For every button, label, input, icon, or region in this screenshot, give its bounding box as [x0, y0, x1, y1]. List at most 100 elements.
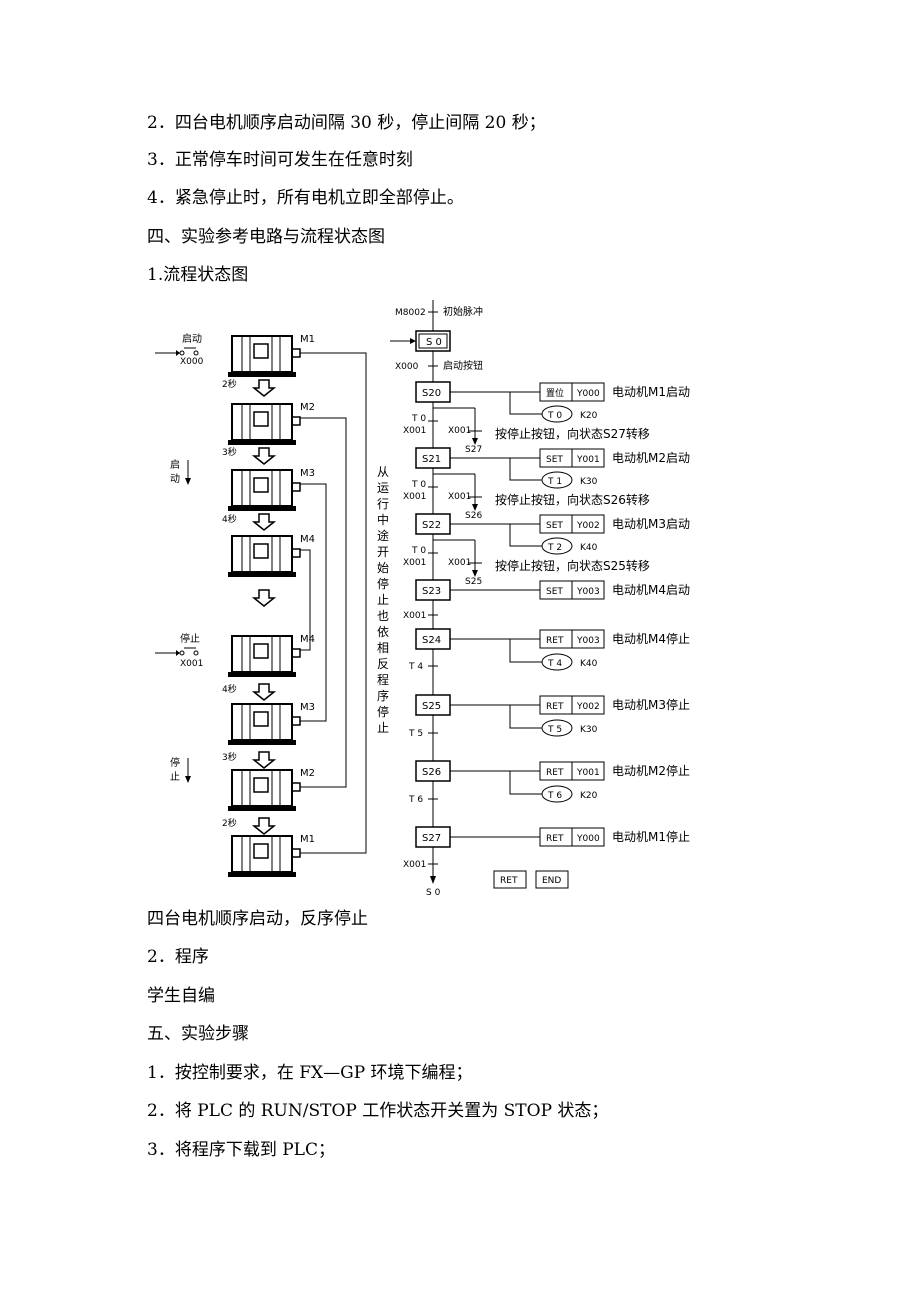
stop-to-s27-note: 按停止按钮，向状态S27转移	[495, 426, 650, 441]
delay-4s-stop: 4秒	[222, 683, 237, 695]
init-pulse-label: 初始脉冲	[443, 305, 483, 318]
step-s23: S23 SET Y003 电动机M4启动	[415, 579, 690, 601]
motor-m2-label: M2	[300, 402, 315, 413]
requirement-4: 4．紧急停止时，所有电机立即全部停止。	[147, 188, 464, 208]
svg-text:Y002: Y002	[576, 521, 600, 531]
down-arrow-icon	[253, 513, 275, 531]
motor-m4-label: M4	[300, 534, 315, 545]
vertical-note: 从 运 行 中 途 开 始 停 止 也 依 相 反 程 序 停 止	[377, 465, 389, 735]
start-side-qi: 启	[170, 458, 180, 471]
down-arrow-icon	[253, 447, 275, 465]
svg-text:Y000: Y000	[576, 834, 600, 844]
delay-2s-stop: 2秒	[222, 817, 237, 829]
svg-text:K40: K40	[580, 659, 598, 669]
svg-text:电动机M1启动: 电动机M1启动	[612, 385, 690, 399]
svg-text:SET: SET	[546, 587, 563, 597]
svg-text:依: 依	[377, 624, 389, 639]
svg-text:K30: K30	[580, 725, 598, 735]
svg-text:RET: RET	[546, 834, 564, 844]
svg-text:Y001: Y001	[576, 768, 600, 778]
motor-m1-start	[227, 335, 301, 378]
svg-text:Y000: Y000	[576, 389, 600, 399]
delay-4s: 4秒	[222, 513, 237, 525]
delay-3s-stop: 3秒	[222, 751, 237, 763]
down-arrow-icon	[253, 683, 275, 701]
x001-transition: X001	[403, 426, 426, 436]
end-instruction: END	[535, 870, 569, 889]
svg-text:止: 止	[377, 721, 389, 735]
m8002-label: M8002	[395, 308, 426, 318]
svg-text:T 5: T 5	[408, 729, 423, 739]
stop-to-s25-note: 按停止按钮，向状态S25转移	[495, 558, 650, 573]
svg-text:T 0: T 0	[411, 480, 426, 490]
step-s26: S26 RET Y001 电动机M2停止 T 6 K20	[415, 760, 690, 803]
motor-wiring	[300, 352, 367, 854]
svg-text:电动机M2停止: 电动机M2停止	[612, 763, 690, 778]
stop-switch-label: 停止	[180, 632, 200, 645]
stop-side-ting: 停	[170, 756, 180, 769]
svg-text:电动机M1停止: 电动机M1停止	[612, 829, 690, 844]
svg-text:K20: K20	[580, 411, 598, 421]
start-switch-input: X000	[180, 357, 204, 367]
motor-m4-stop	[227, 635, 301, 678]
diagram-caption: 四台电机顺序启动，反序停止	[147, 909, 368, 929]
ret-instruction: RET	[493, 870, 527, 889]
svg-text:S27: S27	[422, 833, 441, 844]
motor-m4-start	[227, 535, 301, 578]
motor-stop-switch: 停止 X001	[155, 632, 203, 669]
svg-text:Y002: Y002	[576, 702, 600, 712]
svg-text:S24: S24	[422, 635, 441, 646]
t0-transition: T 0	[411, 414, 426, 424]
svg-text:反: 反	[377, 657, 389, 671]
motor-start-switch: 启动 X000	[155, 332, 204, 367]
motor-m2-start	[227, 403, 301, 446]
svg-text:T 6: T 6	[408, 795, 423, 805]
motor-m1-stop-label: M1	[300, 834, 315, 845]
start-switch-label: 启动	[182, 332, 202, 345]
motor-m3-stop	[227, 703, 301, 746]
motor-m3-start	[227, 469, 301, 512]
step-s21: S21 SET Y001 电动机M2启动 T 1 K30	[415, 447, 690, 489]
svg-text:X001: X001	[448, 426, 471, 436]
down-arrow-icon	[253, 379, 275, 397]
svg-text:S 0: S 0	[426, 337, 442, 348]
stop-switch-input: X001	[180, 659, 203, 669]
svg-text:也: 也	[377, 609, 389, 623]
svg-text:K20: K20	[580, 791, 598, 801]
program-note: 学生自编	[147, 986, 215, 1006]
step-s20: S20 置位 Y000 电动机M1启动 T 0 K20	[415, 381, 690, 423]
svg-text:END: END	[542, 876, 561, 886]
start-button-label: 启动按钮	[443, 359, 483, 372]
svg-text:K30: K30	[580, 477, 598, 487]
return-to-s0: S 0	[426, 888, 441, 898]
svg-text:X001: X001	[403, 492, 426, 502]
svg-text:Y003: Y003	[576, 636, 600, 646]
svg-text:T 0: T 0	[411, 546, 426, 556]
program-heading: 2．程序	[147, 947, 209, 967]
motor-m3-label: M3	[300, 468, 315, 479]
svg-text:从: 从	[377, 465, 389, 479]
svg-text:RET: RET	[500, 876, 518, 886]
svg-text:S26: S26	[465, 511, 482, 521]
requirement-2: 2．四台电机顺序启动间隔 30 秒，停止间隔 20 秒；	[147, 113, 546, 133]
svg-text:停: 停	[377, 704, 389, 719]
motor-m2-stop-label: M2	[300, 768, 315, 779]
svg-text:SET: SET	[546, 521, 563, 531]
step-2: 2．将 PLC 的 RUN/STOP 工作状态开关置为 STOP 状态；	[147, 1101, 609, 1121]
start-side-dong: 动	[170, 473, 180, 485]
step-s22: S22 SET Y002 电动机M3启动 T 2 K40	[415, 513, 690, 555]
svg-text:运: 运	[377, 481, 389, 495]
motor-m1-label: M1	[300, 334, 315, 345]
svg-text:K40: K40	[580, 543, 598, 553]
section-4-heading: 四、实验参考电路与流程状态图	[147, 227, 385, 247]
svg-text:RET: RET	[546, 768, 564, 778]
svg-text:X001: X001	[403, 558, 426, 568]
svg-text:相: 相	[377, 641, 389, 655]
down-arrow-icon	[253, 589, 275, 607]
svg-text:电动机M4停止: 电动机M4停止	[612, 631, 690, 646]
stop-side-zhi: 止	[170, 771, 180, 783]
svg-text:S21: S21	[422, 454, 441, 465]
svg-text:Y003: Y003	[576, 587, 600, 597]
svg-text:RET: RET	[546, 636, 564, 646]
svg-text:SET: SET	[546, 455, 563, 465]
